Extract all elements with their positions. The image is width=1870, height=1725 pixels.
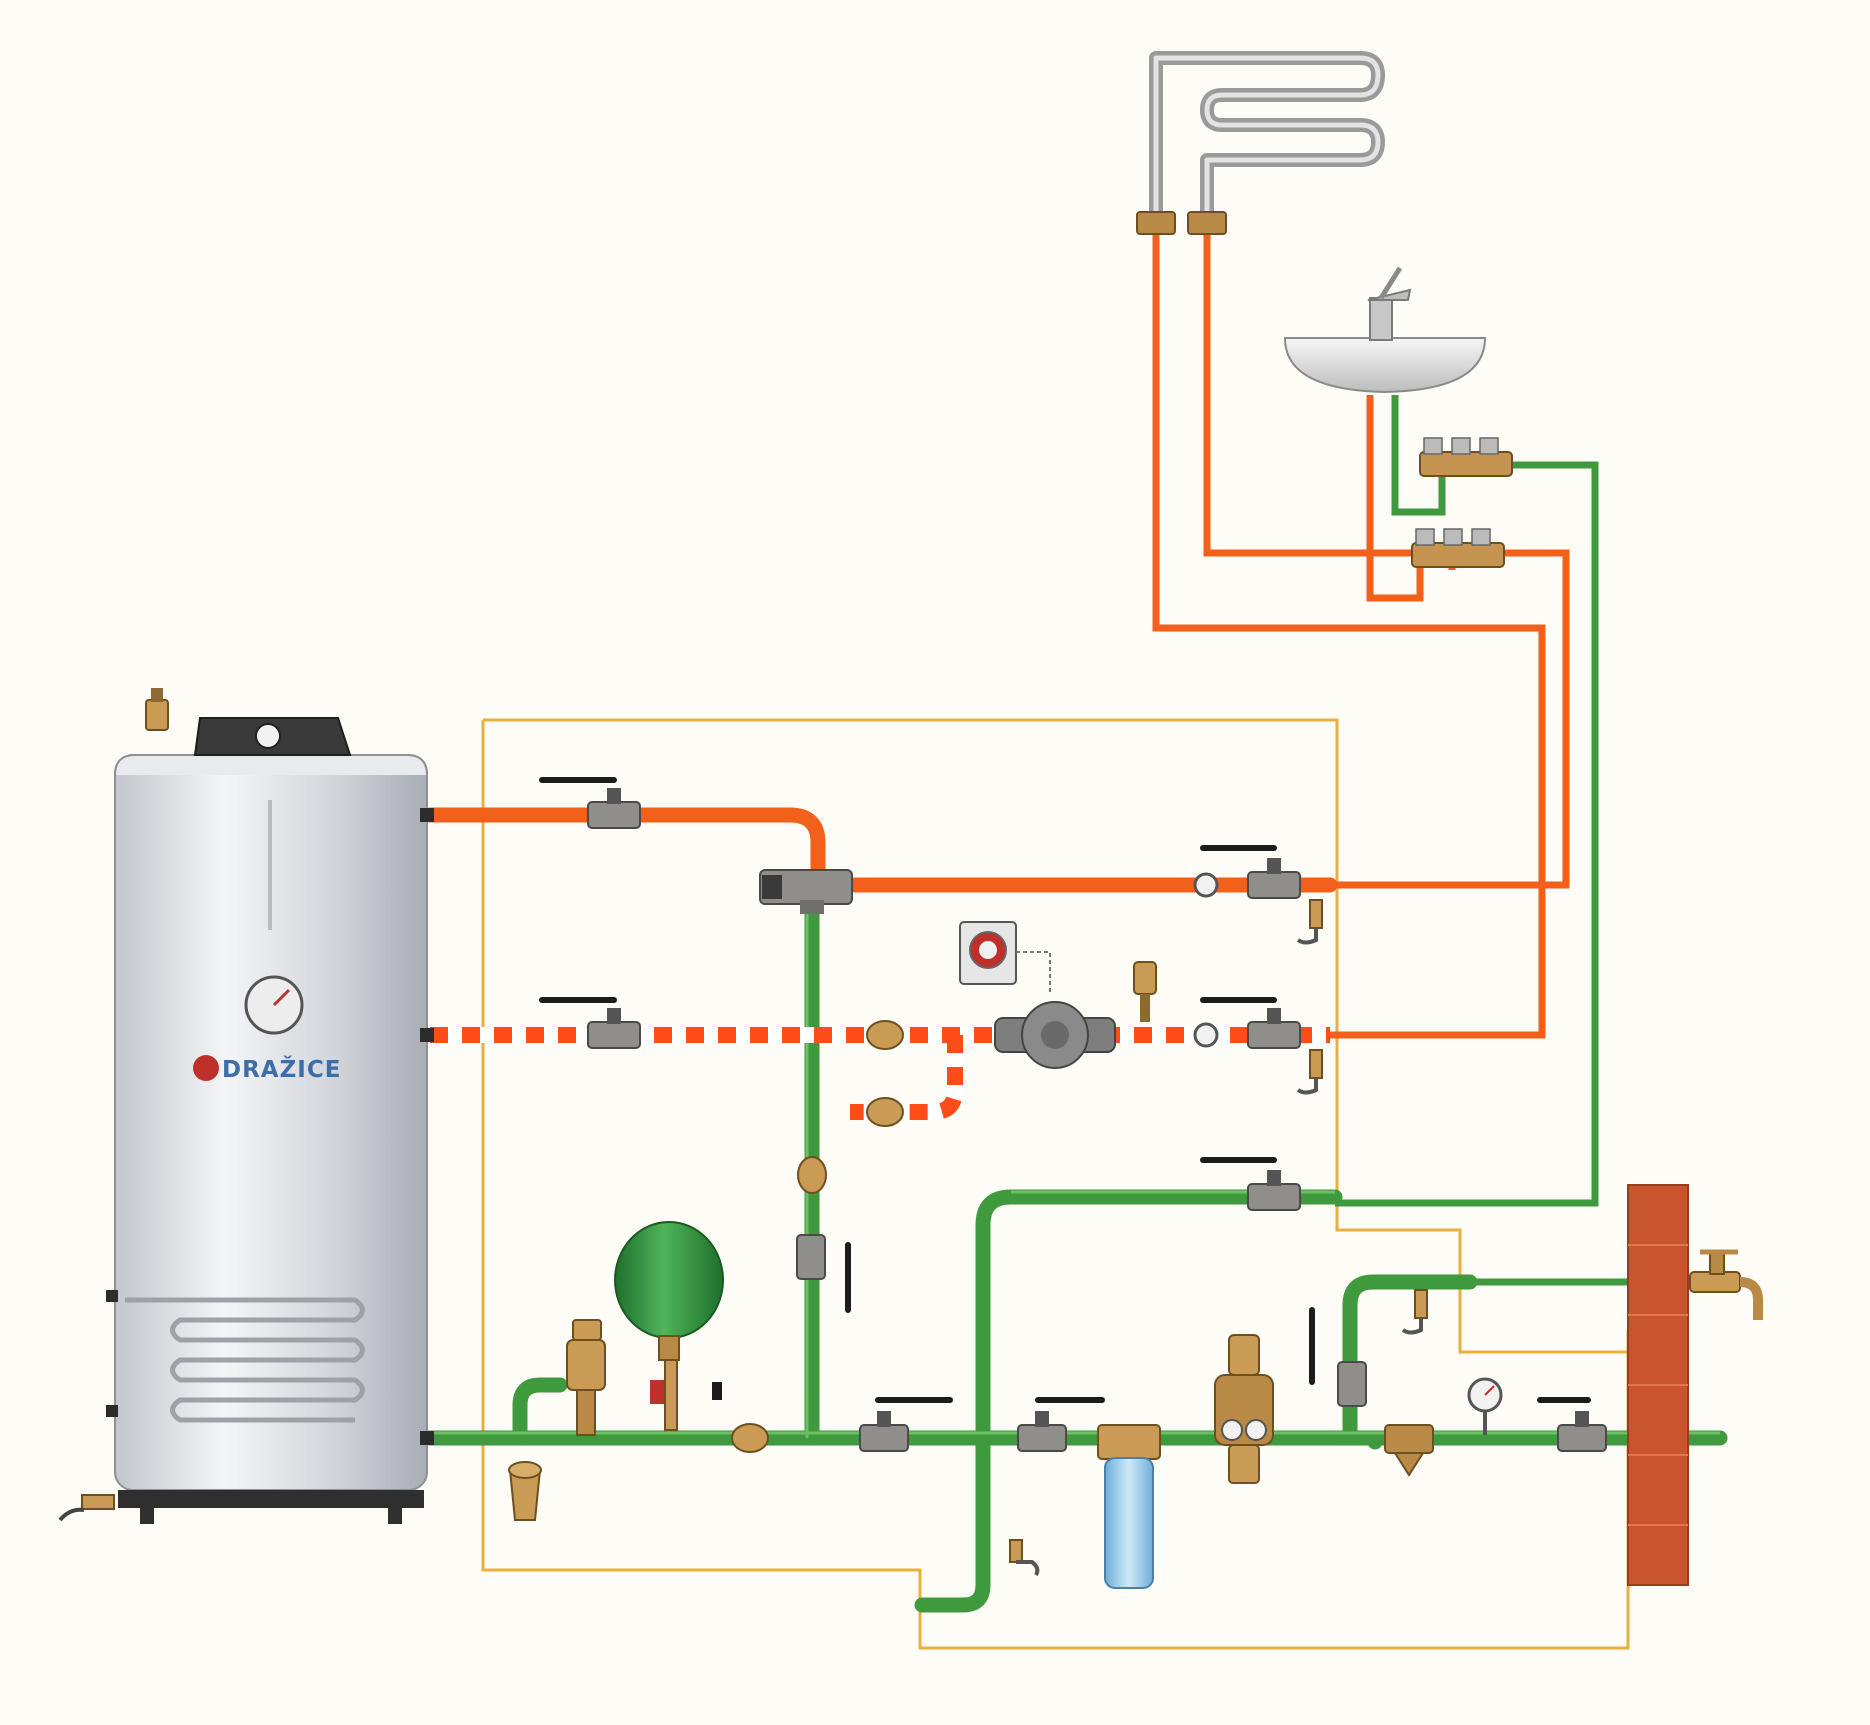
tank-control-lid bbox=[193, 717, 352, 756]
tap-circulation-return bbox=[1296, 1049, 1323, 1095]
pump-timer bbox=[959, 921, 1051, 992]
control-wiring bbox=[481, 718, 1630, 1650]
tap-cold-branch bbox=[1401, 1289, 1428, 1335]
cold-water-pipes bbox=[422, 897, 1728, 1613]
garden-tap bbox=[1689, 1249, 1763, 1320]
tank-connection-stubs bbox=[106, 808, 434, 1445]
thermometer bbox=[244, 975, 304, 1035]
circulation-pump bbox=[994, 1001, 1116, 1069]
ball-valves bbox=[539, 777, 1607, 1452]
cold-water-pipes-thin bbox=[1335, 395, 1718, 1286]
air-vent-valve bbox=[145, 688, 169, 731]
towel-radiator bbox=[1136, 51, 1385, 235]
heat-exchanger-coil bbox=[125, 1297, 365, 1423]
small-gauges bbox=[1193, 872, 1219, 1048]
tap-riser-drain bbox=[1009, 1539, 1040, 1576]
hot-water-pipes bbox=[422, 807, 1338, 893]
pressure-gauge bbox=[1467, 1377, 1503, 1435]
ball-valve-cold-main-1 bbox=[859, 1397, 953, 1452]
safety-valve-drain-funnel bbox=[508, 1461, 542, 1521]
building-wall bbox=[1627, 1184, 1689, 1586]
ball-valve-hot-outlet bbox=[539, 777, 641, 829]
thermostatic-mixing-valve bbox=[759, 869, 853, 914]
cold-water-manifold bbox=[1419, 437, 1513, 477]
ball-valve-circulation-return bbox=[1200, 997, 1301, 1049]
hot-water-pipes-thin bbox=[1152, 228, 1570, 1039]
ball-valve-cold-riser bbox=[1309, 1307, 1367, 1407]
pressure-reducing-valve bbox=[1214, 1334, 1274, 1484]
ball-valve-hot-supply bbox=[1200, 845, 1301, 899]
hot-water-storage-tank bbox=[114, 754, 428, 1524]
drain-valve bbox=[58, 1494, 115, 1522]
strainer bbox=[1384, 1424, 1434, 1477]
ball-valve-cold-main-2 bbox=[1017, 1397, 1105, 1452]
pipe-couplings bbox=[731, 1020, 904, 1453]
safety-valve bbox=[566, 1319, 606, 1436]
ball-valve-mixer-cold-leg bbox=[796, 1234, 851, 1313]
hot-water-manifold bbox=[1411, 528, 1505, 568]
cold-water-pipe-highlights bbox=[430, 905, 1720, 1438]
wash-basin bbox=[1283, 266, 1487, 394]
ball-valve-cold-branch bbox=[1200, 1157, 1301, 1211]
sampling-taps bbox=[1009, 899, 1428, 1576]
ball-valve-cold-inlet bbox=[1537, 1397, 1607, 1452]
expansion-vessel bbox=[614, 1221, 724, 1431]
brand-label: DRAŽICE bbox=[222, 1055, 341, 1083]
ball-valve-circulation-tank bbox=[539, 997, 641, 1049]
water-filter bbox=[1097, 1424, 1161, 1589]
tap-hot-supply bbox=[1296, 899, 1323, 945]
circulation-air-vent bbox=[1133, 961, 1157, 1022]
brand-logo: DRAŽICE bbox=[193, 1055, 341, 1083]
